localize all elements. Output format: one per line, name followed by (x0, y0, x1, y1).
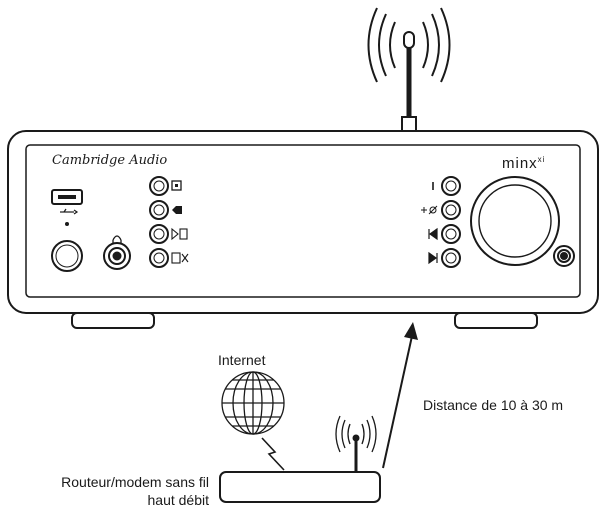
play-pause-icon (171, 227, 188, 241)
minx-xi-device (7, 130, 599, 314)
preset-button[interactable] (441, 176, 461, 196)
wifi-signal-icon (367, 7, 451, 83)
play-pause-button[interactable] (149, 224, 169, 244)
stop-button[interactable] (149, 248, 169, 268)
next-icon (428, 251, 438, 265)
ir-sensor (553, 245, 575, 267)
favourite-icon (421, 205, 438, 215)
usb-icon (60, 208, 79, 215)
distance-arrow (382, 322, 418, 469)
brand-label: Cambridge Audio (52, 153, 168, 168)
globe-icon (221, 371, 285, 435)
left-foot (71, 312, 155, 329)
router-wifi-signal-icon (335, 415, 377, 453)
standby-led (65, 222, 69, 226)
previous-icon (428, 227, 438, 241)
left-button-column (149, 176, 189, 268)
headphone-jack[interactable] (103, 242, 131, 270)
favourite-button[interactable] (441, 200, 461, 220)
model-name: minx (502, 155, 538, 172)
next-button[interactable] (441, 248, 461, 268)
router-label-line2: haut débit (147, 492, 210, 508)
antenna (401, 31, 417, 132)
standby-button[interactable] (51, 240, 83, 272)
menu-button[interactable] (149, 176, 169, 196)
usb-port (51, 189, 83, 205)
volume-knob[interactable] (470, 176, 560, 266)
internet-label: Internet (218, 352, 266, 368)
model-superscript: xi (537, 155, 546, 164)
info-button[interactable] (149, 200, 169, 220)
model-label: minxxi (502, 151, 545, 172)
distance-label: Distance de 10 à 30 m (423, 397, 564, 413)
stop-icon (171, 252, 189, 264)
previous-button[interactable] (441, 224, 461, 244)
right-foot (454, 312, 538, 329)
headphone-icon (112, 235, 122, 243)
info-icon (172, 206, 182, 214)
lightning-bolt-icon (261, 437, 285, 471)
right-button-column (421, 176, 461, 268)
menu-icon (171, 180, 182, 191)
router (219, 434, 381, 503)
router-label-line1: Routeur/modem sans fil (61, 474, 209, 490)
